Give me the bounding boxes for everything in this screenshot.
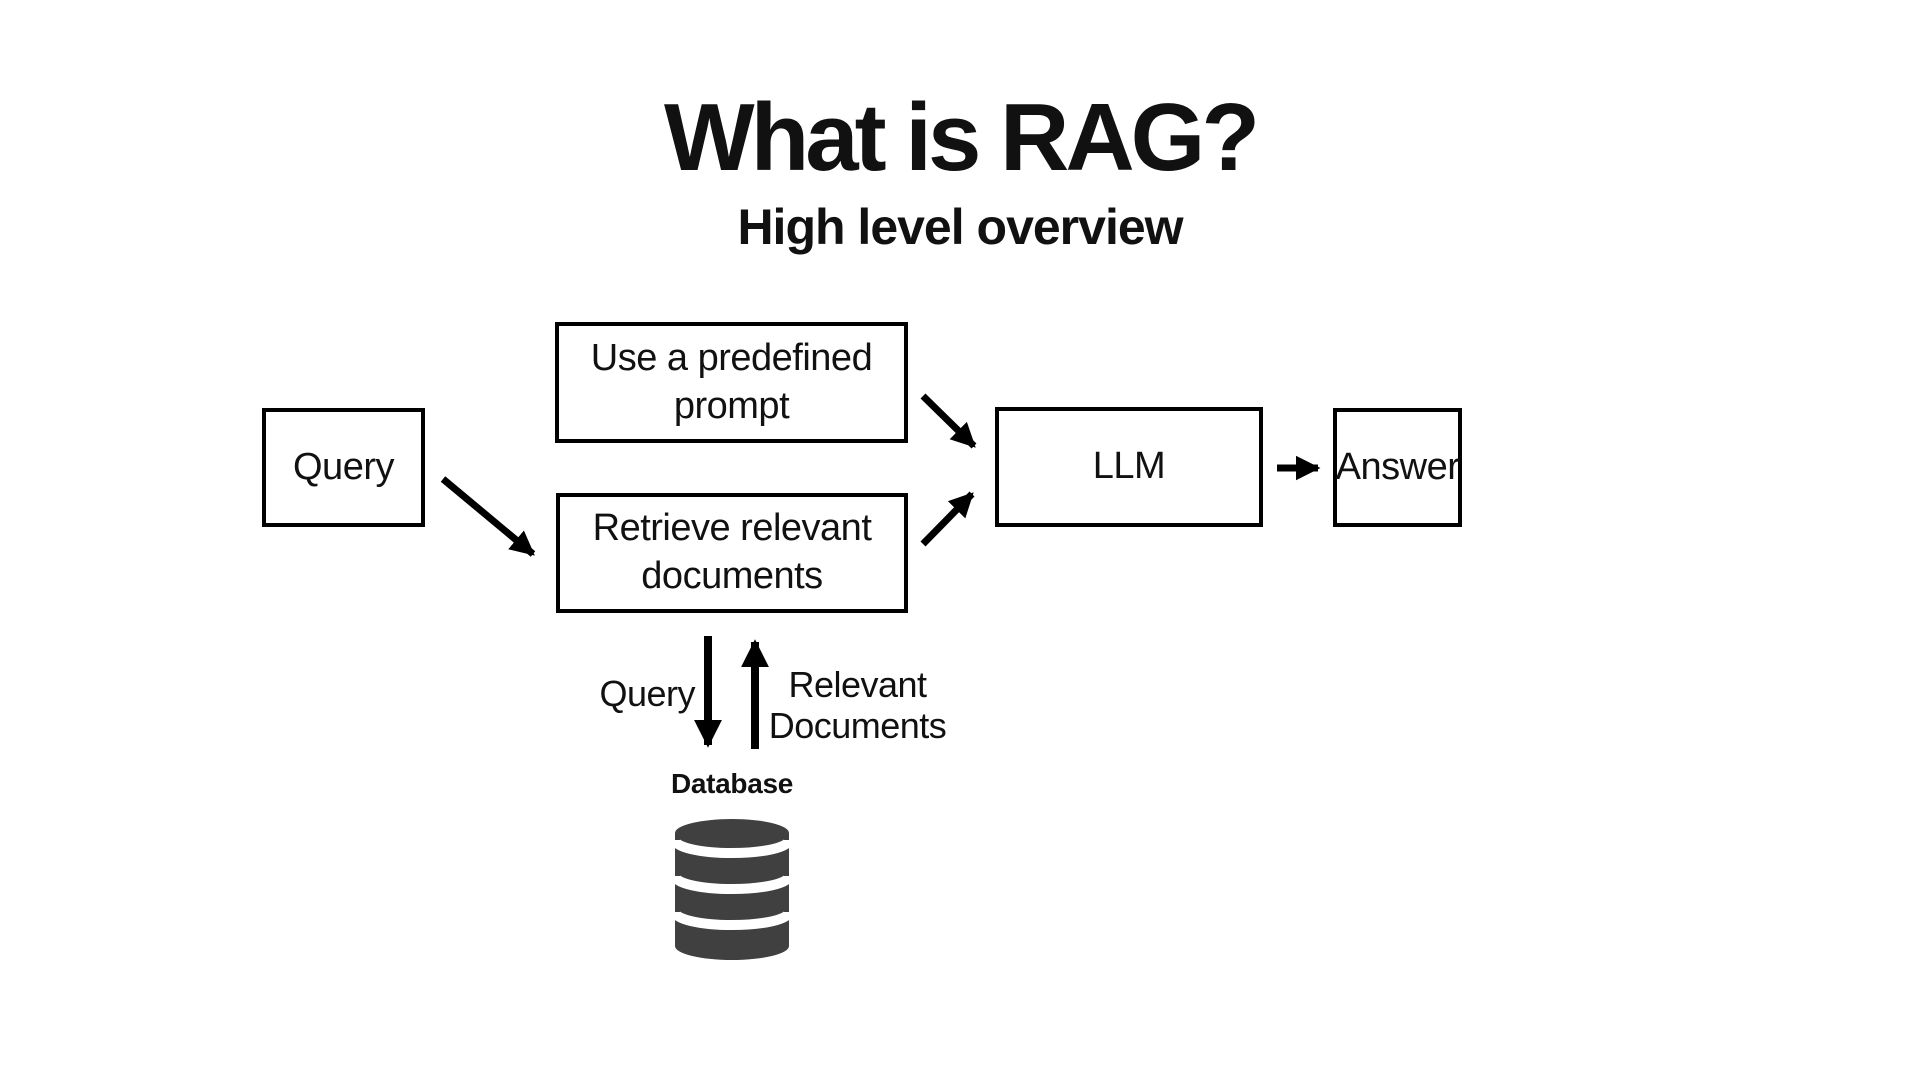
edge-label-query: Query xyxy=(599,673,695,714)
node-retrieve-documents: Retrieve relevant documents xyxy=(556,493,908,613)
node-query: Query xyxy=(262,408,425,527)
arrow-retrieve-to-llm xyxy=(920,491,975,547)
page-title: What is RAG? xyxy=(664,84,1260,191)
node-query-label: Query xyxy=(293,445,394,488)
edge-label-relevant-documents: Relevant Documents xyxy=(768,664,947,746)
node-predefined-prompt-label: Use a predefined prompt xyxy=(590,336,873,427)
title-block: What is RAG? High level overview xyxy=(0,84,1920,255)
node-retrieve-documents-label: Retrieve relevant documents xyxy=(592,507,872,597)
database-label: Database xyxy=(670,768,794,799)
arrow-query-to-retrieve xyxy=(440,476,536,557)
node-predefined-prompt: Use a predefined prompt xyxy=(555,322,908,443)
page-subtitle: High level overview xyxy=(737,199,1183,255)
arrow-prompt-to-llm xyxy=(920,393,977,449)
node-llm: LLM xyxy=(995,407,1263,527)
node-answer: Answer xyxy=(1333,408,1462,527)
node-llm-label: LLM xyxy=(1092,445,1166,488)
node-answer-label: Answer xyxy=(1335,445,1460,488)
database-icon xyxy=(675,819,789,960)
